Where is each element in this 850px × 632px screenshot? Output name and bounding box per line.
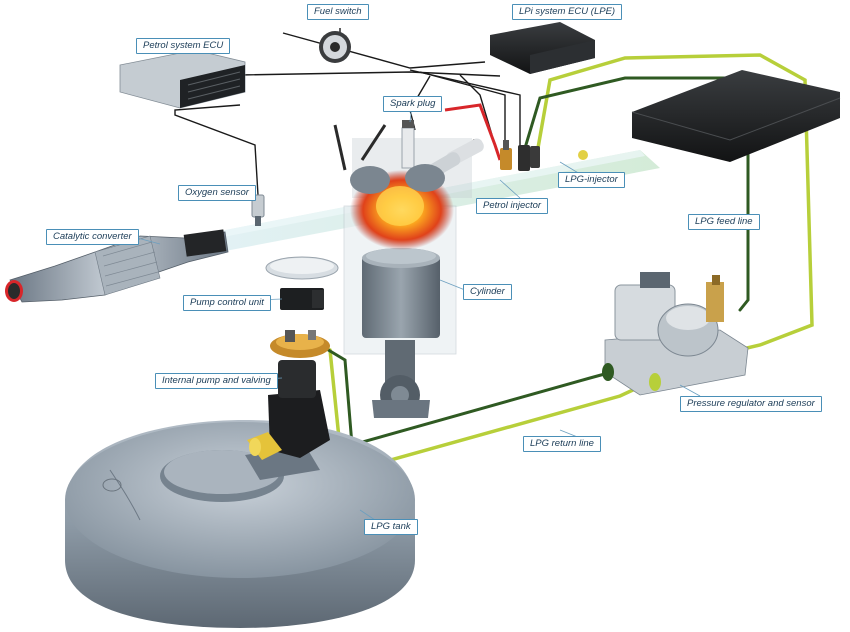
label-petrol-injector: Petrol injector: [476, 198, 549, 214]
label-fuel-switch: Fuel switch: [307, 4, 369, 20]
fuel-switch-icon: [319, 31, 351, 63]
label-catalytic-converter: Catalytic converter: [46, 229, 139, 245]
label-lpg-injector: LPG-injector: [558, 172, 625, 188]
lpi-ecu-icon: [490, 22, 595, 74]
label-spark-plug: Spark plug: [383, 96, 443, 112]
label-cylinder: Cylinder: [463, 284, 512, 300]
catalytic-converter-icon: [5, 229, 229, 303]
lpg-tank-icon: [65, 420, 415, 628]
petrol-ecu-icon: [119, 49, 246, 109]
label-pressure-regulator: Pressure regulator and sensor: [680, 396, 822, 412]
label-oxygen-sensor: Oxygen sensor: [178, 185, 256, 201]
label-lpg-tank: LPG tank: [364, 519, 418, 535]
label-internal-pump: Internal pump and valving: [155, 373, 278, 389]
spark-plug-icon: [333, 103, 502, 194]
label-lpi-ecu: LPi system ECU (LPE): [512, 4, 623, 20]
pump-control-unit-icon: [265, 256, 339, 310]
air-filter-icon: [631, 70, 841, 162]
injector-icons: [500, 140, 588, 171]
label-lpg-return-line: LPG return line: [523, 436, 601, 452]
pressure-regulator-icon: [602, 272, 749, 396]
label-pump-control-unit: Pump control unit: [183, 295, 271, 311]
label-lpg-feed-line: LPG feed line: [688, 214, 760, 230]
internal-pump-icon: [247, 330, 330, 460]
label-petrol-ecu: Petrol system ECU: [136, 38, 231, 54]
